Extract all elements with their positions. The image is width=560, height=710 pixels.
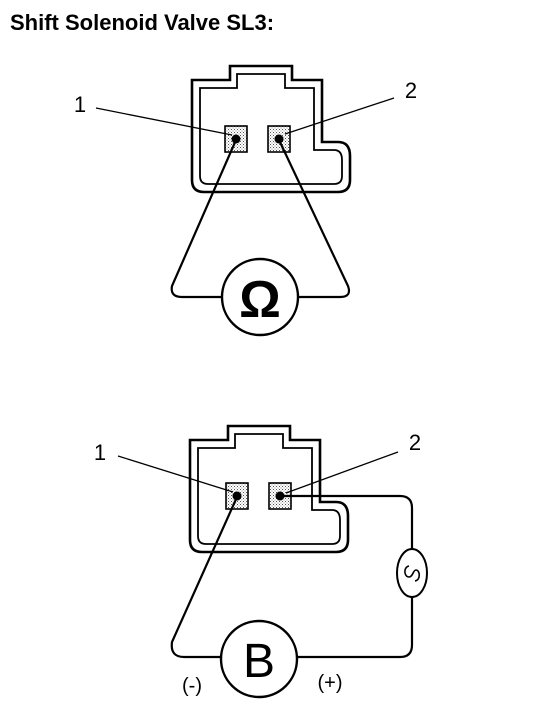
pin-2-leader-line [285, 451, 399, 494]
negative-battery-lead [170, 496, 239, 659]
connector-outline [190, 64, 352, 194]
resistance-test-diagram: 1 2 Ω [74, 64, 417, 337]
page-title: Shift Solenoid Valve SL3: [10, 10, 275, 35]
pin-1-label: 1 [74, 92, 86, 117]
pin-2-label: 2 [405, 78, 417, 103]
terminal-1-probe-point [232, 491, 242, 501]
ohmmeter-icon: Ω [220, 257, 300, 337]
connector-outline [188, 424, 350, 554]
ohmmeter-probe-lead-positive [278, 139, 351, 299]
pin-1-leader-line [95, 107, 233, 136]
battery-icon: B [219, 619, 299, 699]
battery-symbol: B [243, 635, 275, 688]
pin-1-leader-line [117, 455, 234, 493]
activation-test-diagram: 1 2 B (-) (+) [94, 424, 428, 699]
terminal-1-probe-point [231, 134, 241, 144]
negative-terminal-label: (-) [182, 675, 202, 697]
positive-terminal-label: (+) [318, 672, 343, 694]
ohm-symbol: Ω [239, 271, 281, 329]
terminal-2-probe-point [274, 134, 284, 144]
pin-1-label: 1 [94, 440, 106, 465]
ohmmeter-probe-lead-negative [170, 139, 238, 299]
pin-2-leader-line [284, 97, 395, 135]
test-lamp-icon [396, 548, 428, 598]
positive-battery-lead-via-lamp [280, 494, 414, 659]
pin-2-label: 2 [409, 430, 421, 455]
